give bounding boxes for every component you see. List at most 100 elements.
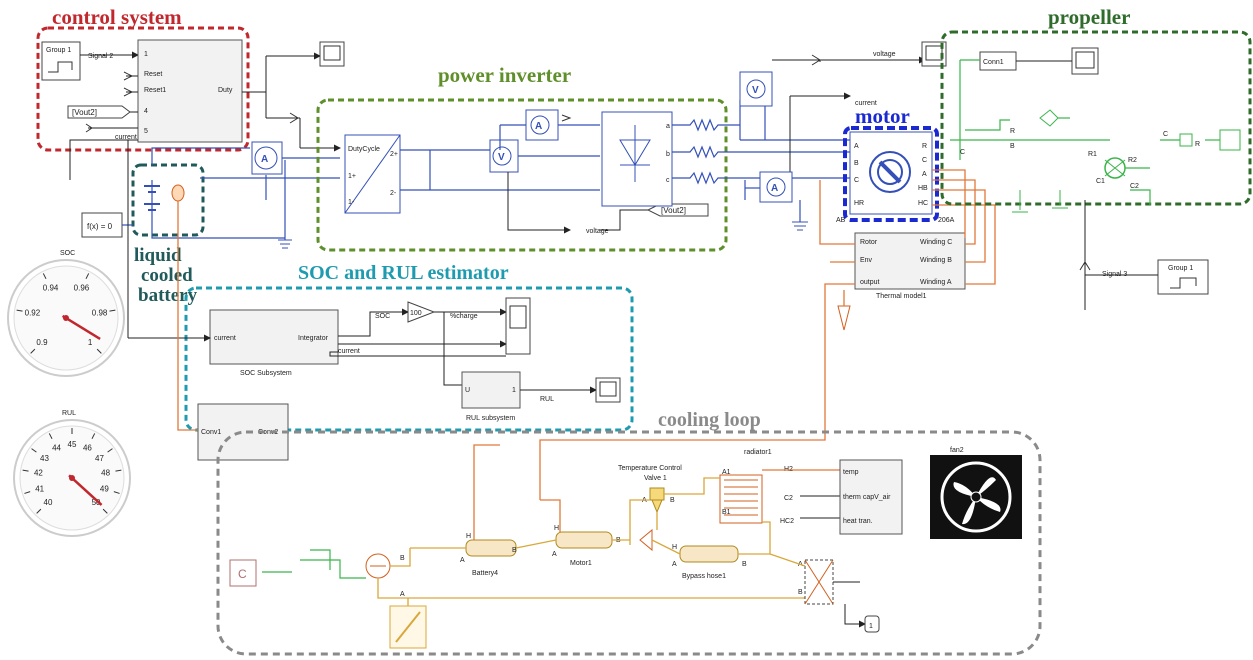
- svg-text:A: A: [400, 591, 405, 598]
- fan-label: fan2: [950, 447, 964, 454]
- fan-port-heat: heat tran.: [843, 518, 873, 525]
- motor-port-c-right: C: [922, 157, 927, 164]
- conv-port-in: Conv1: [201, 429, 221, 436]
- battery-cooling-plate[interactable]: [465, 539, 517, 557]
- fan-port-therm: therm capV_air: [843, 494, 891, 501]
- rul-gauge-title: RUL: [62, 410, 76, 417]
- bypass-port-b: B: [742, 561, 747, 568]
- thermal-port-output: output: [860, 279, 880, 286]
- motor-port-hb: HB: [918, 185, 928, 192]
- motor-port-hc: HC: [918, 200, 928, 207]
- valve-port-b: B: [670, 497, 675, 504]
- inverter-bridge[interactable]: [601, 111, 673, 207]
- radiator-port-hc2: HC2: [780, 518, 794, 525]
- gain-block[interactable]: [407, 301, 436, 323]
- socTicks-tick: [96, 348, 102, 354]
- rulTicks-tick: [22, 469, 29, 472]
- bypass-port-a: A: [672, 561, 677, 568]
- rulTicks-tick-label: 49: [100, 485, 109, 494]
- fan-control-block[interactable]: [839, 459, 903, 535]
- voltage-tag-inverter: voltage: [586, 228, 609, 235]
- battery4-port-b: B: [512, 547, 517, 554]
- thermal-model-block[interactable]: [854, 232, 966, 290]
- prop-c-right: C: [1163, 131, 1168, 138]
- cooling-loop-region: [216, 430, 1042, 656]
- socTicks-tick-label: 0.9: [36, 338, 48, 347]
- inertia-block[interactable]: [1219, 129, 1241, 151]
- socTicks-tick-label: 0.96: [74, 284, 90, 293]
- voltage-tag-top: voltage: [873, 51, 896, 58]
- propeller-title: propeller: [1048, 5, 1130, 29]
- battery-title-1: liquid: [134, 245, 182, 266]
- group1-signal-builder-left[interactable]: [41, 41, 81, 81]
- motor-port-hr: HR: [854, 200, 864, 207]
- gain-value: 100: [410, 310, 422, 317]
- socTicks-tick-label: 0.94: [43, 284, 59, 293]
- rulTicks-tick: [48, 433, 53, 440]
- vout2-from-block[interactable]: [67, 105, 131, 119]
- svg-text:b: b: [666, 151, 670, 158]
- group1-signal-builder-right[interactable]: [1157, 259, 1209, 295]
- rul-tag: RUL: [540, 396, 554, 403]
- soc-subsystem[interactable]: [209, 309, 339, 365]
- ctrl-port-4: 4: [144, 108, 148, 115]
- prop-c2: C2: [1130, 183, 1139, 190]
- ctrl-port-reset: Reset: [144, 71, 162, 78]
- svg-text:2-: 2-: [390, 190, 397, 197]
- motor-port-r: R: [922, 143, 927, 150]
- rulTicks-tick: [36, 508, 42, 514]
- vout2-right-label: [Vout2]: [661, 206, 686, 215]
- ctrl-port-5: 5: [144, 128, 148, 135]
- prop-b: B: [1010, 143, 1015, 150]
- thermal-port-winding-b: Winding B: [920, 257, 952, 264]
- motor1-port-h: H: [554, 525, 559, 532]
- valve-label-2: Valve 1: [644, 475, 667, 482]
- prop-r-top: R: [1010, 128, 1015, 135]
- battery-thermal-port: [171, 184, 185, 202]
- rulTicks-tick-label: 41: [35, 485, 44, 494]
- rul-port-1: 1: [512, 387, 516, 394]
- thermal-model-label: Thermal model1: [876, 293, 927, 300]
- socTicks-tick: [85, 273, 90, 280]
- cooling-loop-title: cooling loop: [658, 409, 761, 431]
- thermal-port-winding-c: Winding C: [920, 239, 952, 246]
- bypass-label: Bypass hose1: [682, 573, 726, 580]
- thermal-port-env: Env: [860, 257, 873, 264]
- motor-label-suffix: 206A: [938, 217, 955, 224]
- rulTicks-tick-label: 48: [101, 469, 110, 478]
- rulTicks-tick: [102, 508, 108, 514]
- battery4-port-h: H: [466, 533, 471, 540]
- socTicks-tick: [16, 309, 23, 312]
- control-system-region: [36, 26, 250, 152]
- current-sensor-battery[interactable]: [254, 146, 278, 170]
- radiator-port-b1: B1: [722, 509, 731, 516]
- dutycycle-label: DutyCycle: [348, 146, 380, 153]
- soc-rul-region: [184, 286, 634, 432]
- power-inverter-title: power inverter: [438, 63, 571, 87]
- motor-cooling-jacket[interactable]: [555, 531, 613, 549]
- rulTicks-tick: [91, 433, 96, 440]
- conv-port-out: Conv2: [258, 429, 278, 436]
- svg-text:B: B: [400, 555, 405, 562]
- rulTicks-tick: [24, 491, 31, 494]
- svg-text:A: A: [535, 121, 542, 132]
- bypass-hose[interactable]: [679, 545, 739, 563]
- svg-text:B: B: [798, 589, 803, 596]
- soc-tag: SOC: [375, 313, 390, 320]
- temp-control-valve[interactable]: [649, 487, 665, 501]
- svg-text:V: V: [752, 85, 759, 96]
- thermal-port-rotor: Rotor: [860, 239, 878, 246]
- svg-text:2+: 2+: [390, 151, 398, 158]
- fan-port-temp: temp: [843, 469, 859, 476]
- constant-block[interactable]: [229, 559, 257, 587]
- socTicks-tick: [30, 348, 36, 354]
- prop-c-left: C: [960, 149, 965, 156]
- prop-r1: R1: [1088, 151, 1097, 158]
- rulTicks-tick: [113, 491, 120, 494]
- motor-port-ha: A: [922, 171, 927, 178]
- controller-subsystem[interactable]: [137, 39, 243, 143]
- motor1-label: Motor1: [570, 560, 592, 567]
- outport-1[interactable]: [864, 615, 880, 633]
